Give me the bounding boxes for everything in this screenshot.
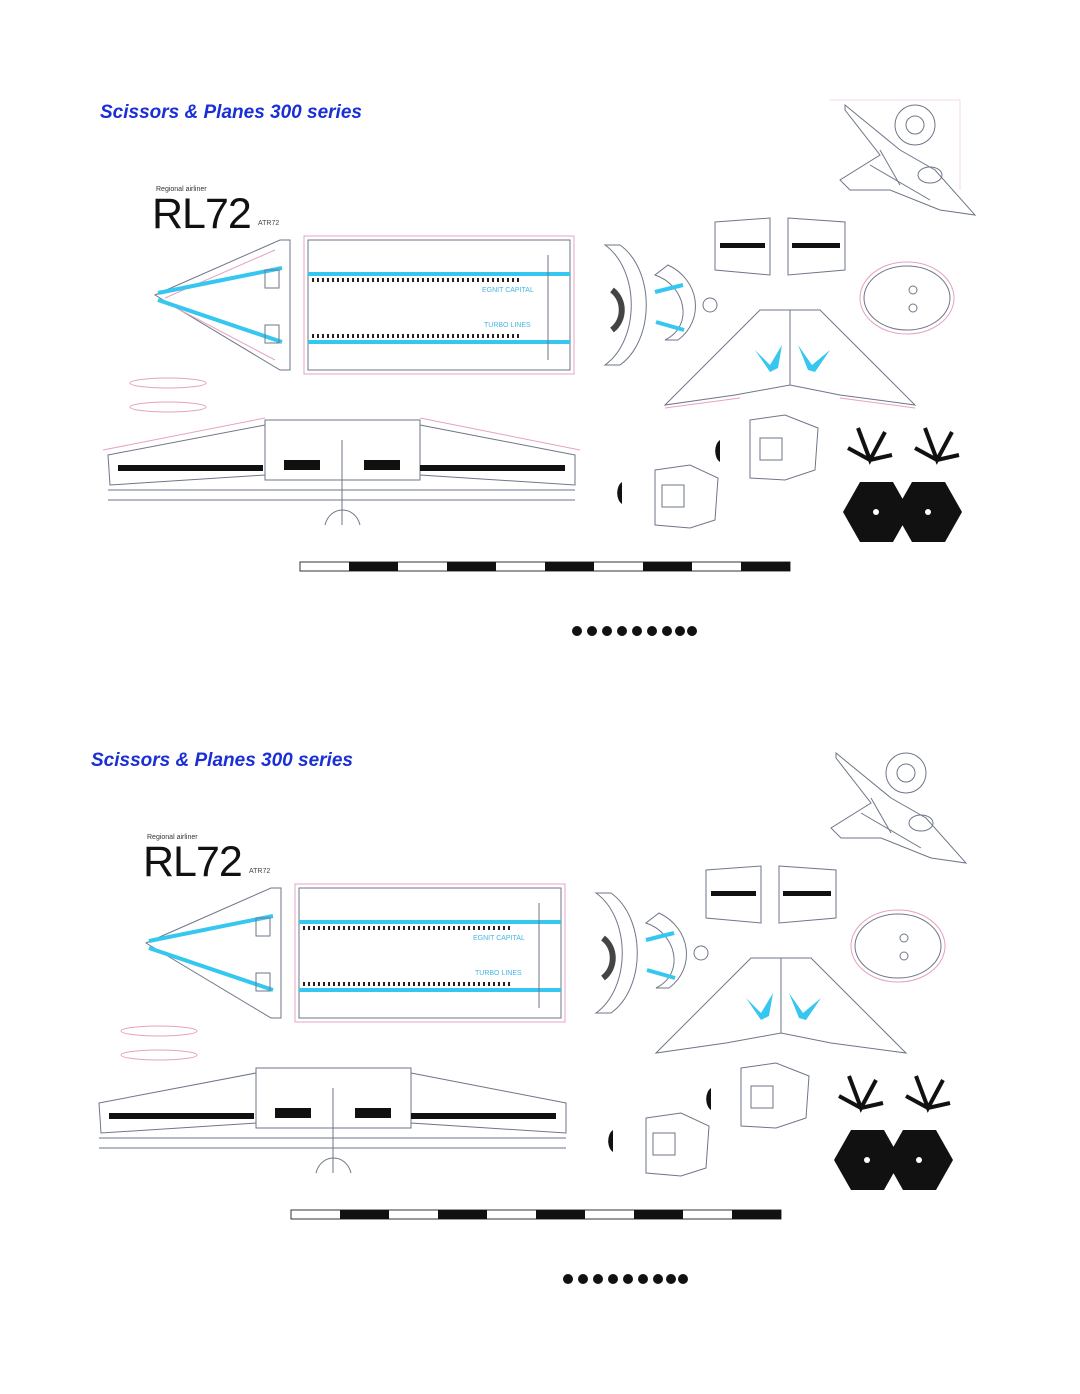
model-type: ATR72 [249,868,271,875]
livery-upper-text: EGNIT CAPITAL [482,287,534,294]
propeller-icon [834,1075,953,1190]
parts-sheet: Scissors & Planes 300 series Regional ai… [0,0,1080,640]
model-kicker: Regional airliner [156,186,207,193]
gear-pod-part [850,909,946,983]
series-title: Scissors & Planes 300 series [91,750,353,771]
livery-lower-text: TURBO LINES [484,322,531,329]
tail-fin-part [663,309,917,409]
scale-bar [299,561,791,572]
fairing-parts [120,1025,198,1061]
scissors-plane-logo-icon [830,99,977,216]
main-wing-part [98,1067,567,1174]
cockpit-window-part [594,892,709,1014]
parts-sheet: Scissors & Planes 300 series Regional ai… [0,648,1071,1288]
engine-nacelle-parts [608,1062,810,1177]
gear-pod-part [859,261,955,335]
parts-drawing: EGNIT CAPITAL TURBO LINES [102,99,977,636]
model-kicker: Regional airliner [147,834,198,841]
wheel-strip [572,626,697,636]
wheel-strip [563,1274,688,1284]
scissors-plane-logo-icon [830,751,968,864]
main-wing-part [102,417,581,526]
fuselage-panel-part: EGNIT CAPITAL TURBO LINES [303,235,575,375]
livery-lower-text: TURBO LINES [475,970,522,977]
fairing-parts [129,377,207,413]
parts-drawing: EGNIT CAPITAL TURBO LINES [98,751,968,1284]
model-code: RL72 [152,190,252,238]
model-code: RL72 [143,838,243,886]
engine-nacelle-parts [617,414,819,529]
nose-cone-part [153,239,291,371]
cockpit-window-part [603,244,718,366]
stabilizer-parts [705,865,837,924]
model-type: ATR72 [258,220,280,227]
tail-fin-part [654,957,908,1054]
fuselage-panel-part: EGNIT CAPITAL TURBO LINES [294,883,566,1023]
series-title: Scissors & Planes 300 series [100,102,362,123]
nose-cone-part [144,887,282,1019]
stabilizer-parts [714,217,846,276]
scale-bar [290,1209,782,1220]
livery-upper-text: EGNIT CAPITAL [473,935,525,942]
propeller-icon [843,427,962,542]
